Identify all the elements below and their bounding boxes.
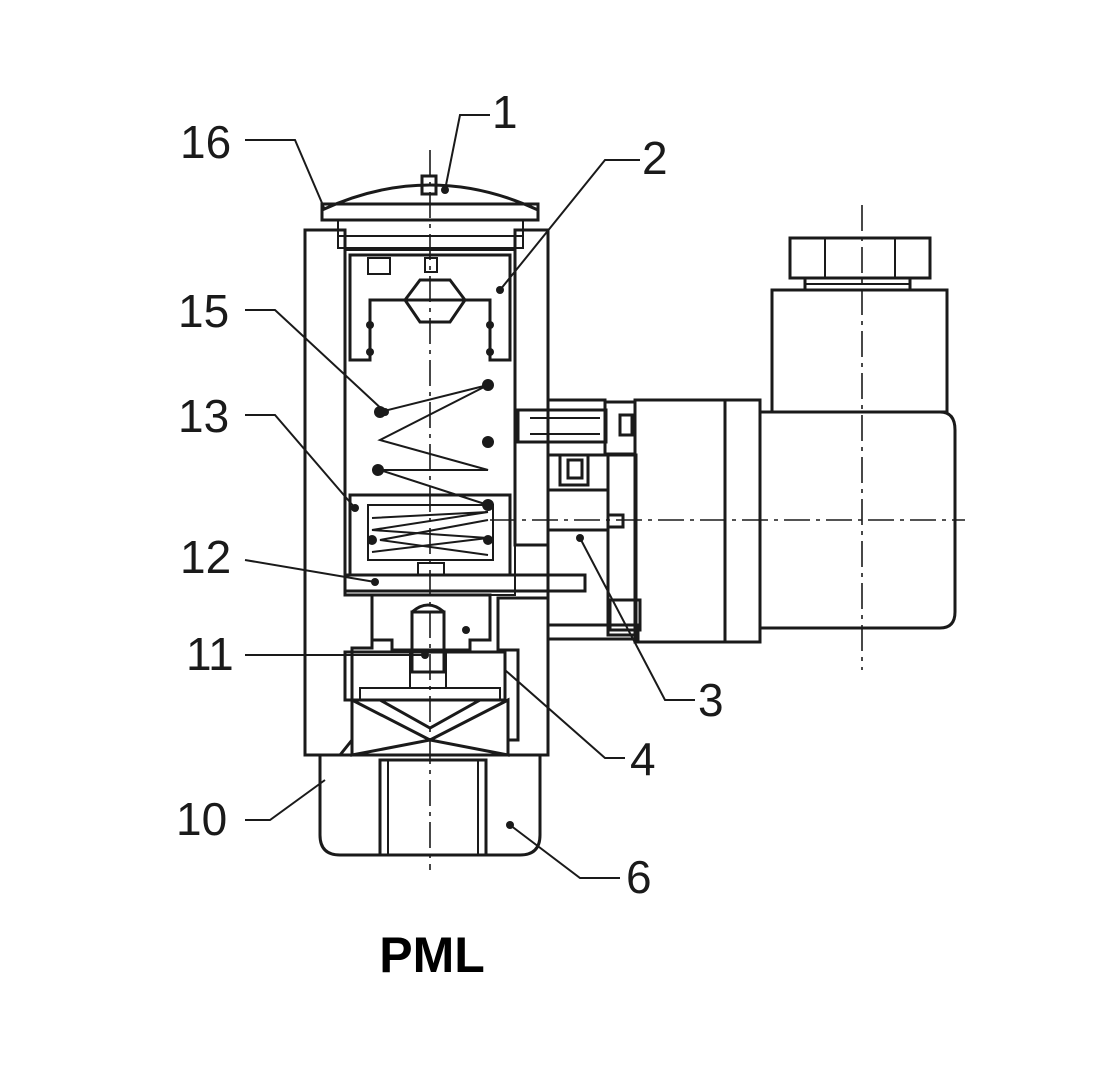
callout-11: 11 bbox=[186, 628, 234, 680]
upper-plug bbox=[348, 253, 512, 362]
lever-plate bbox=[343, 562, 587, 593]
callout-2: 2 bbox=[642, 132, 668, 184]
callout-6: 6 bbox=[626, 851, 652, 903]
diagram-title: PML bbox=[379, 927, 485, 983]
valve-seat bbox=[370, 593, 492, 674]
leader-lines bbox=[244, 114, 695, 879]
connector-housing bbox=[633, 236, 957, 644]
seal-insert bbox=[343, 650, 507, 702]
main-spring bbox=[372, 379, 494, 556]
callout-1: 1 bbox=[492, 86, 518, 138]
callout-12: 12 bbox=[180, 531, 231, 583]
callout-16: 16 bbox=[180, 116, 231, 168]
callout-10: 10 bbox=[176, 793, 227, 845]
callout-3: 3 bbox=[698, 674, 724, 726]
callout-labels: 1 2 3 4 6 10 11 12 13 15 16 bbox=[176, 86, 724, 903]
center-lines bbox=[429, 150, 965, 870]
microswitch bbox=[546, 453, 642, 641]
side-screw bbox=[516, 398, 637, 457]
callout-13: 13 bbox=[178, 390, 229, 442]
callout-4: 4 bbox=[630, 733, 656, 785]
callout-15: 15 bbox=[178, 285, 229, 337]
lower-connector bbox=[318, 697, 542, 857]
